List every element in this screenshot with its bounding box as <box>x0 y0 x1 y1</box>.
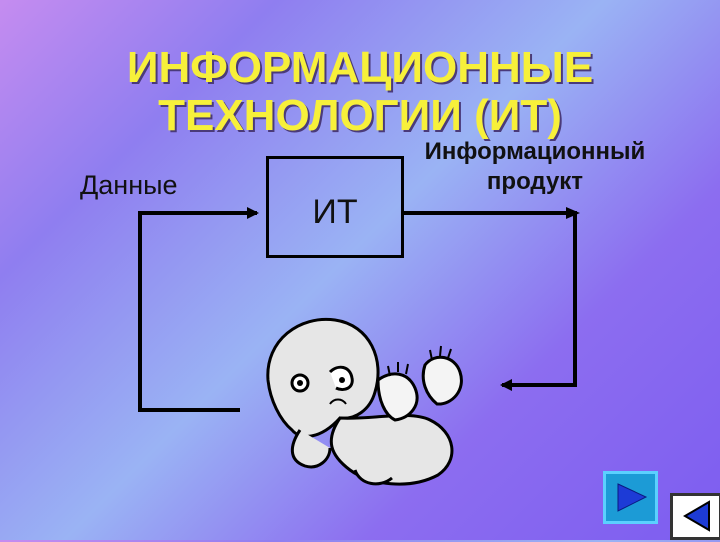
baby-illustration <box>266 317 463 486</box>
process-box: ИТ <box>266 156 404 258</box>
slide-title-line1: ИНФОРМАЦИОННЫЕ <box>126 43 594 92</box>
process-label: ИТ <box>312 193 358 231</box>
slide-title-line2: ТЕХНОЛОГИИ (ИТ) <box>158 91 562 140</box>
play-next-icon <box>617 483 648 512</box>
output-label-line2: продукт <box>486 168 584 195</box>
output-line <box>404 211 577 391</box>
return-button[interactable] <box>670 493 720 540</box>
output-label-line1: Информационный <box>424 138 646 165</box>
feedback-line <box>138 207 259 412</box>
return-back-icon <box>683 500 710 532</box>
input-label: Данные <box>80 170 178 200</box>
next-slide-button[interactable] <box>603 471 658 524</box>
output-label: Информационный продукт <box>410 137 660 197</box>
